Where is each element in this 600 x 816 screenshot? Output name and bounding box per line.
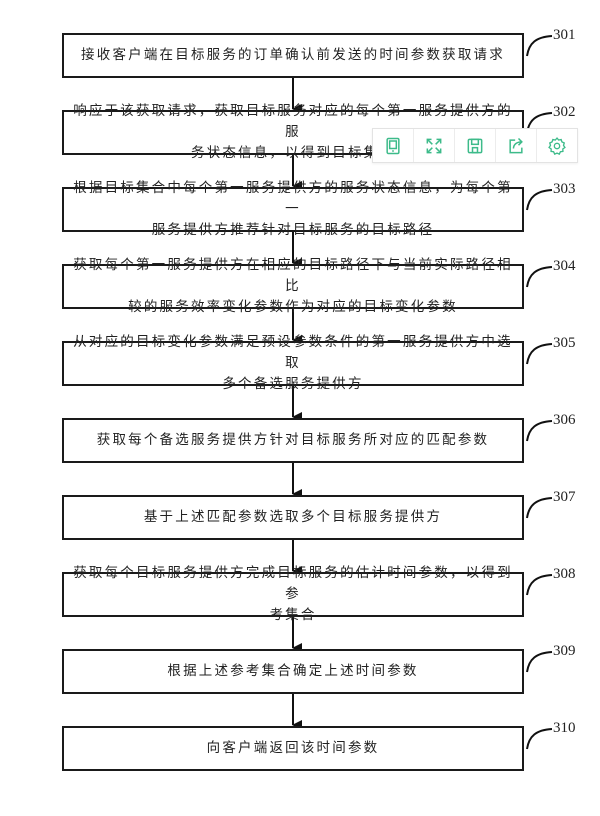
leader-line [526,35,553,57]
leader-line [526,420,553,442]
step-number-label: 301 [553,27,576,43]
step-text: 获取每个备选服务提供方针对目标服务所对应的匹配参数 [97,430,490,451]
tablet-icon [386,137,400,154]
step-text-line: 向客户端返回该时间参数 [206,740,380,756]
step-number-label: 307 [553,489,576,505]
step-text: 根据目标集合中每个第一服务提供方的服务状态信息，为每个第一服务提供方推荐针对目标… [70,178,516,241]
step-text: 从对应的目标变化参数满足预设参数条件的第一服务提供方中选取多个备选服务提供方 [70,332,516,395]
step-number-label: 310 [553,720,576,736]
step-text: 响应于该获取请求，获取目标服务对应的每个第一服务提供方的服务状态信息，以得到目标… [70,101,516,164]
step-box-310: 向客户端返回该时间参数 [62,726,524,771]
share-icon [509,137,523,153]
step-text-line: 获取每个目标服务提供方完成目标服务的估计时间参数，以得到参 [73,565,513,602]
step-number-label: 303 [553,181,576,197]
step-text-line: 接收客户端在目标服务的订单确认前发送的时间参数获取请求 [81,47,505,63]
leader-line [526,266,553,288]
fullscreen-button[interactable] [414,129,455,162]
leader-line [526,574,553,596]
leader-line [526,497,553,519]
step-number-label: 309 [553,643,576,659]
step-text: 获取每个目标服务提供方完成目标服务的估计时间参数，以得到参考集合 [70,563,516,626]
step-text: 接收客户端在目标服务的订单确认前发送的时间参数获取请求 [81,45,505,66]
leader-line [526,343,553,365]
step-box-309: 根据上述参考集合确定上述时间参数 [62,649,524,694]
share-button[interactable] [496,129,537,162]
step-text: 根据上述参考集合确定上述时间参数 [167,661,418,682]
step-box-303: 根据目标集合中每个第一服务提供方的服务状态信息，为每个第一服务提供方推荐针对目标… [62,180,524,238]
step-text-line: 务状态信息，以得到目标集合 [190,145,396,161]
step-text-line: 根据上述参考集合确定上述时间参数 [167,663,419,679]
step-number-label: 304 [553,258,576,274]
step-number-label: 302 [553,104,576,120]
tablet-view-button[interactable] [373,129,414,162]
step-box-304: 获取每个第一服务提供方在相应的目标路径下与当前实际路径相比较的服务效率变化参数作… [62,257,524,315]
save-icon [467,138,483,153]
leader-line [526,728,553,750]
save-button[interactable] [455,129,496,162]
step-number-label: 305 [553,335,576,351]
step-text-line: 多个备选服务提供方 [222,376,364,392]
step-text: 获取每个第一服务提供方在相应的目标路径下与当前实际路径相比较的服务效率变化参数作… [70,255,516,318]
step-text-line: 考集合 [269,607,317,623]
step-text-line: 获取每个第一服务提供方在相应的目标路径下与当前实际路径相比 [73,257,513,294]
step-box-301: 接收客户端在目标服务的订单确认前发送的时间参数获取请求 [62,33,524,78]
step-box-305: 从对应的目标变化参数满足预设参数条件的第一服务提供方中选取多个备选服务提供方 [62,334,524,392]
step-box-307: 基于上述匹配参数选取多个目标服务提供方 [62,495,524,540]
step-text-line: 根据目标集合中每个第一服务提供方的服务状态信息，为每个第一 [73,180,513,217]
step-text-line: 服务提供方推荐针对目标服务的目标路径 [151,222,435,238]
step-text-line: 基于上述匹配参数选取多个目标服务提供方 [143,509,443,525]
leader-line [526,651,553,673]
step-text-line: 较的服务效率变化参数作为对应的目标变化参数 [128,299,458,315]
step-text-line: 获取每个备选服务提供方针对目标服务所对应的匹配参数 [96,432,490,448]
step-text: 向客户端返回该时间参数 [207,738,380,759]
settings-button[interactable] [537,129,577,162]
gear-icon [548,136,566,155]
step-box-306: 获取每个备选服务提供方针对目标服务所对应的匹配参数 [62,418,524,463]
step-number-label: 306 [553,412,576,428]
step-text: 基于上述匹配参数选取多个目标服务提供方 [144,507,442,528]
step-text-line: 从对应的目标变化参数满足预设参数条件的第一服务提供方中选取 [73,334,513,371]
step-text-line: 响应于该获取请求，获取目标服务对应的每个第一服务提供方的服 [73,103,513,140]
expand-icon [426,138,442,153]
step-number-label: 308 [553,566,576,582]
step-box-308: 获取每个目标服务提供方完成目标服务的估计时间参数，以得到参考集合 [62,565,524,623]
floating-toolbar [372,128,578,163]
leader-line [526,189,553,211]
